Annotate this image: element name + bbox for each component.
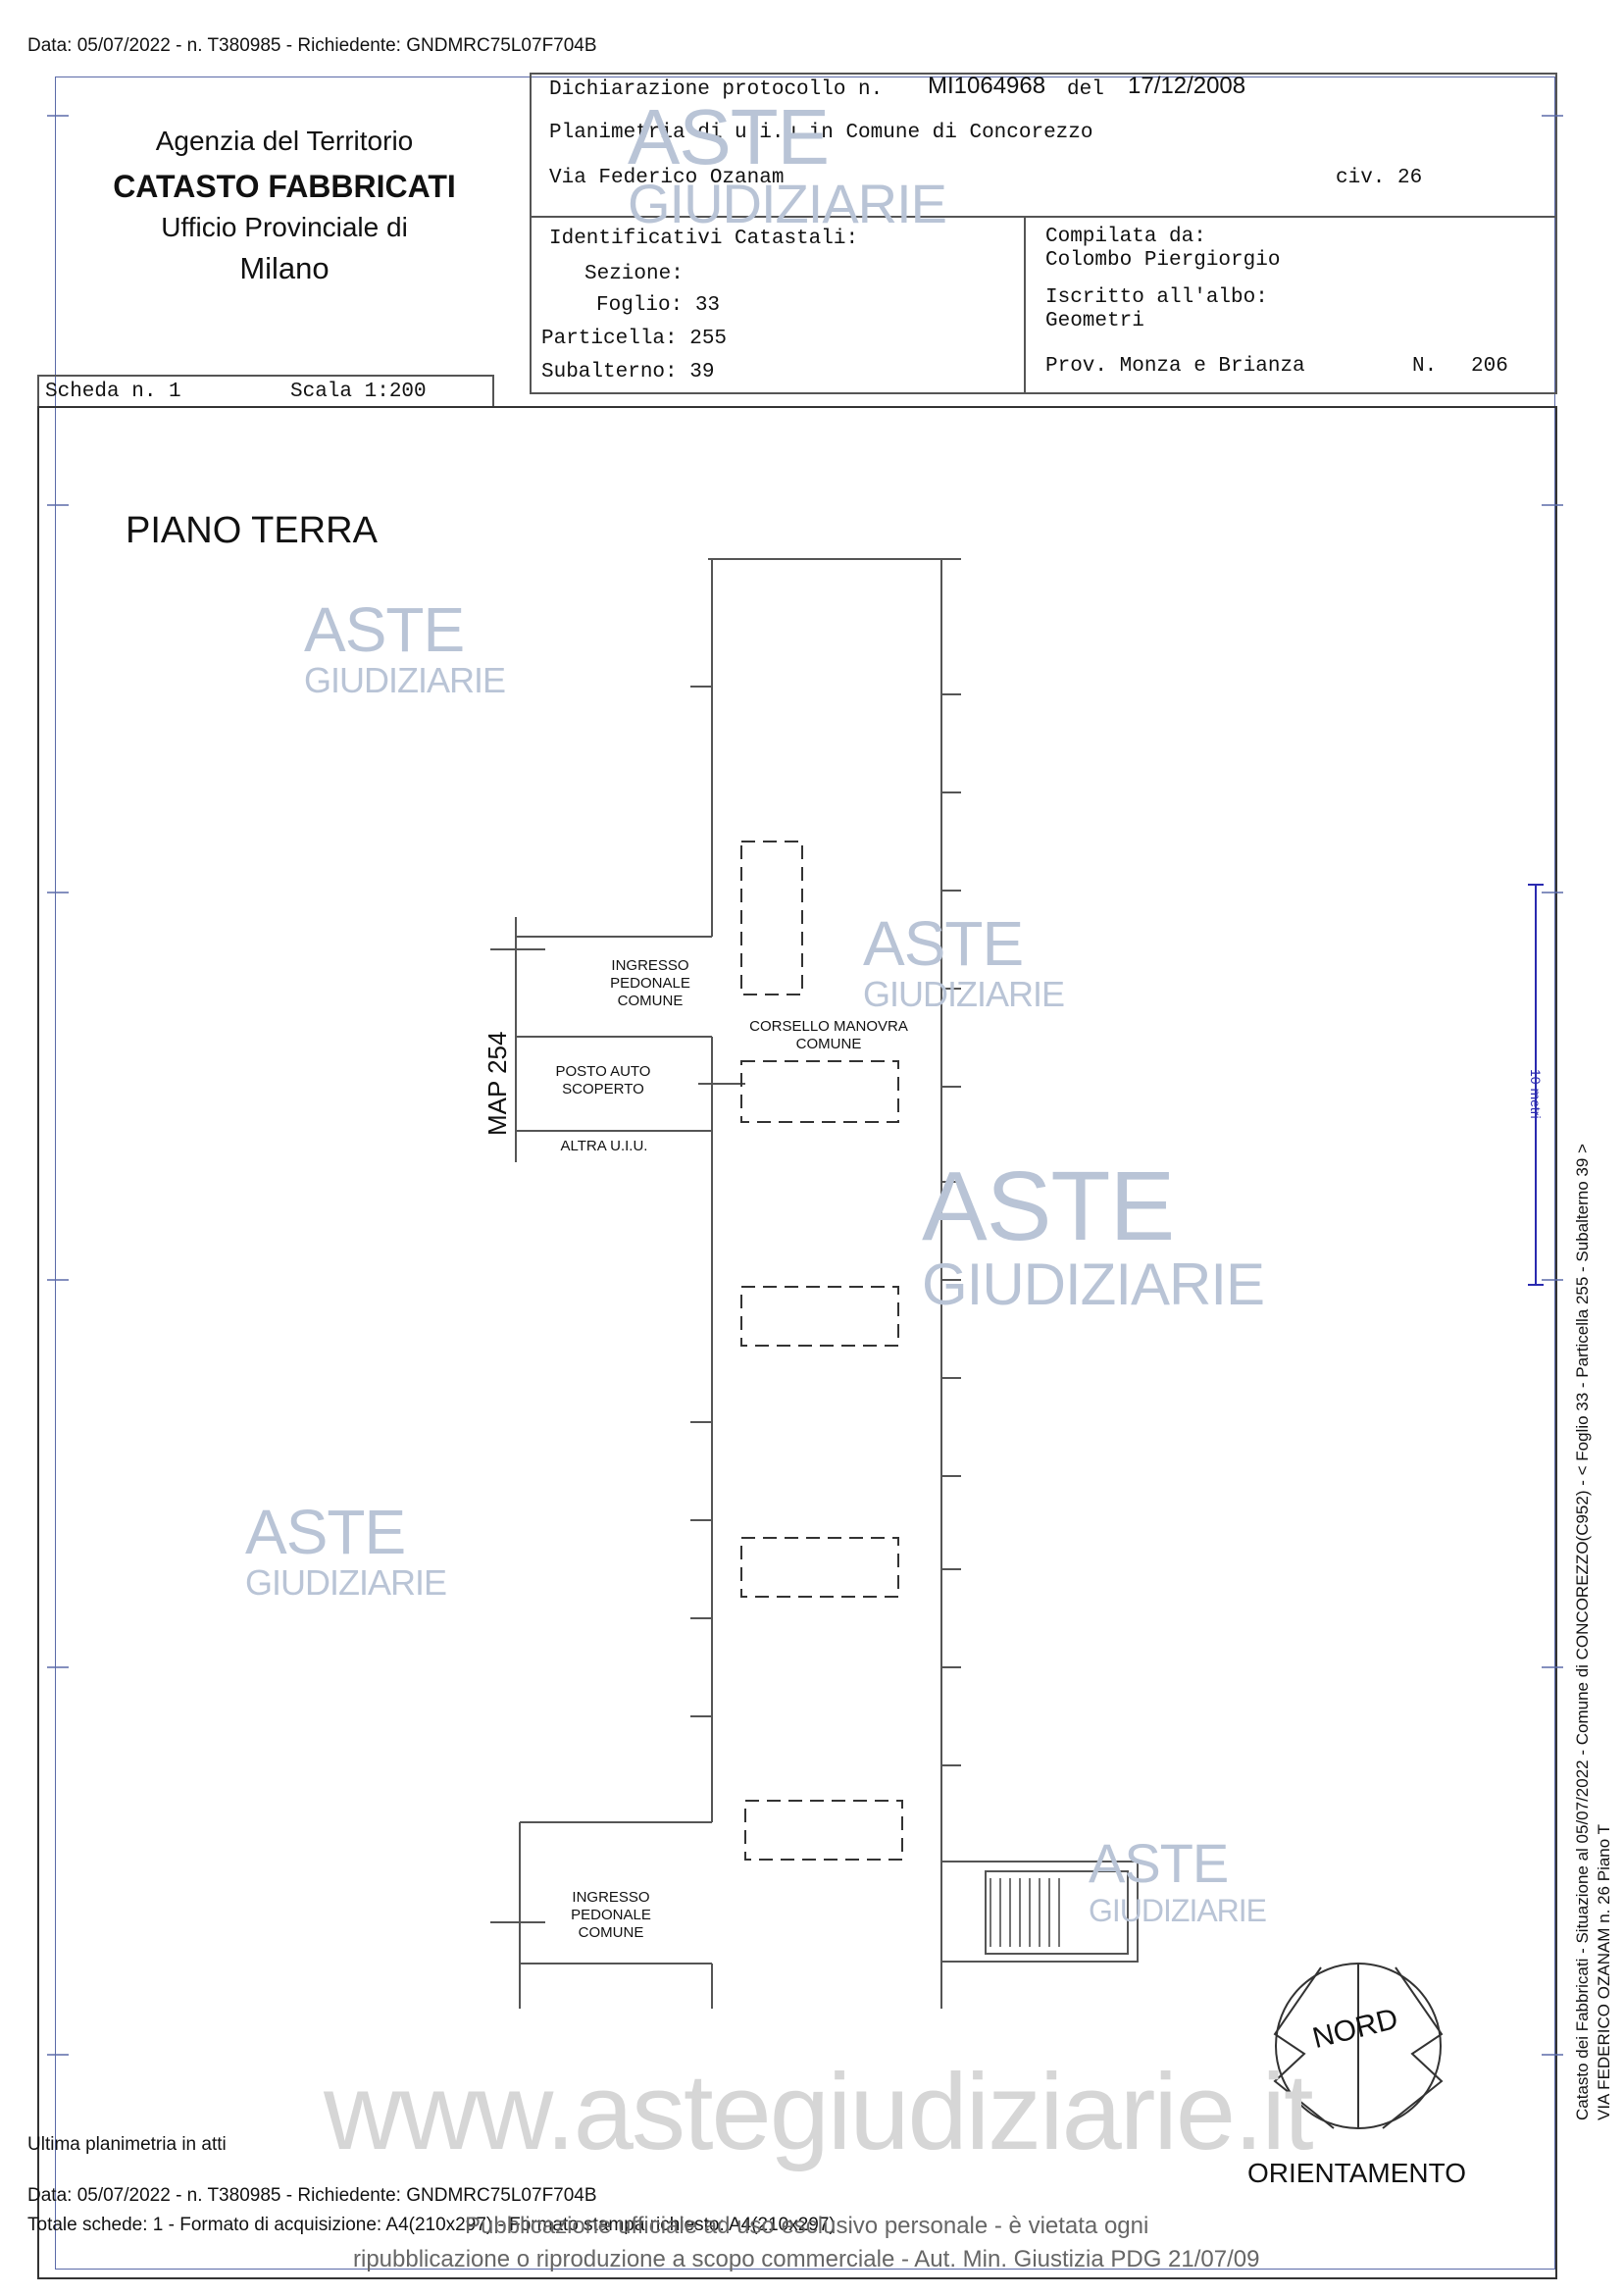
parking-space-4 [740, 1537, 899, 1598]
side-text-line1: Catasto dei Fabbricati - Situazione al 0… [1573, 1144, 1592, 2120]
scale-bar-label: 10 metri [1528, 1069, 1544, 1119]
watermark-url: www.astegiudiziarie.it [324, 2052, 1314, 2172]
iscritto-label: Iscritto all'albo: [1045, 286, 1268, 309]
civic-number: civ. 26 [1336, 167, 1423, 189]
planimetria-line: Planimetria di u.i.u.in Comune di Concor… [549, 122, 1093, 144]
protocol-del: del [1067, 78, 1104, 101]
protocol-label: Dichiarazione protocollo n. [549, 78, 884, 101]
catasto-title: CATASTO FABBRICATI [113, 169, 456, 204]
footer-request-line: Data: 05/07/2022 - n. T380985 - Richiede… [27, 2185, 597, 2206]
map-254-label: MAP 254 [482, 1031, 512, 1136]
ufficio-city: Milano [239, 251, 330, 285]
foglio-field: Foglio: 33 [596, 294, 721, 317]
protocol-date: 17/12/2008 [1128, 73, 1246, 99]
floor-title: PIANO TERRA [126, 510, 378, 551]
outer-frame [55, 77, 1555, 2270]
particella-field: Particella: 255 [541, 328, 728, 350]
footer-totale: Totale schede: 1 - Formato di acquisizio… [27, 2215, 836, 2235]
subalterno-field: Subalterno: 39 [541, 361, 715, 383]
altra-uiu-label: ALTRA U.I.U. [560, 1138, 648, 1154]
protocol-number: MI1064968 [928, 73, 1046, 99]
scheda-number: Scheda n. 1 [45, 381, 181, 403]
notice-line1: Pubblicazione ufficiale ad uso esclusivo… [465, 2213, 1149, 2239]
compilata-box [1024, 216, 1557, 394]
header-request-line: Data: 05/07/2022 - n. T380985 - Richiede… [27, 35, 597, 56]
north-compass [1273, 1963, 1444, 2129]
address-line: Via Federico Ozanam [549, 167, 785, 189]
n-label: N. [1412, 355, 1438, 378]
ultima-planimetria: Ultima planimetria in atti [27, 2134, 227, 2155]
scheda-scale: Scala 1:200 [290, 381, 427, 403]
albo-value: Geometri [1045, 310, 1144, 332]
notice-line2: ripubblicazione o riproduzione a scopo c… [353, 2246, 1260, 2272]
side-text-line2: VIA FEDERICO OZANAM n. 26 Piano T [1595, 1823, 1613, 2120]
compilata-name: Colombo Piergiorgio [1045, 249, 1281, 272]
parking-space-5 [744, 1800, 903, 1861]
orientamento-label: ORIENTAMENTO [1247, 2158, 1466, 2188]
compilata-label: Compilata da: [1045, 226, 1206, 248]
parking-space-1 [740, 841, 803, 995]
prov-value: Prov. Monza e Brianza [1045, 355, 1305, 378]
parking-space-3 [740, 1286, 899, 1347]
n-value: 206 [1471, 355, 1508, 378]
drawing-frame [37, 406, 1557, 2279]
agency-name: Agenzia del Territorio [155, 126, 414, 156]
sezione-field: Sezione: [584, 263, 684, 285]
parking-space-2 [740, 1060, 899, 1123]
identificativi-title: Identificativi Catastali: [549, 228, 859, 250]
ufficio-label: Ufficio Provinciale di [161, 212, 408, 242]
